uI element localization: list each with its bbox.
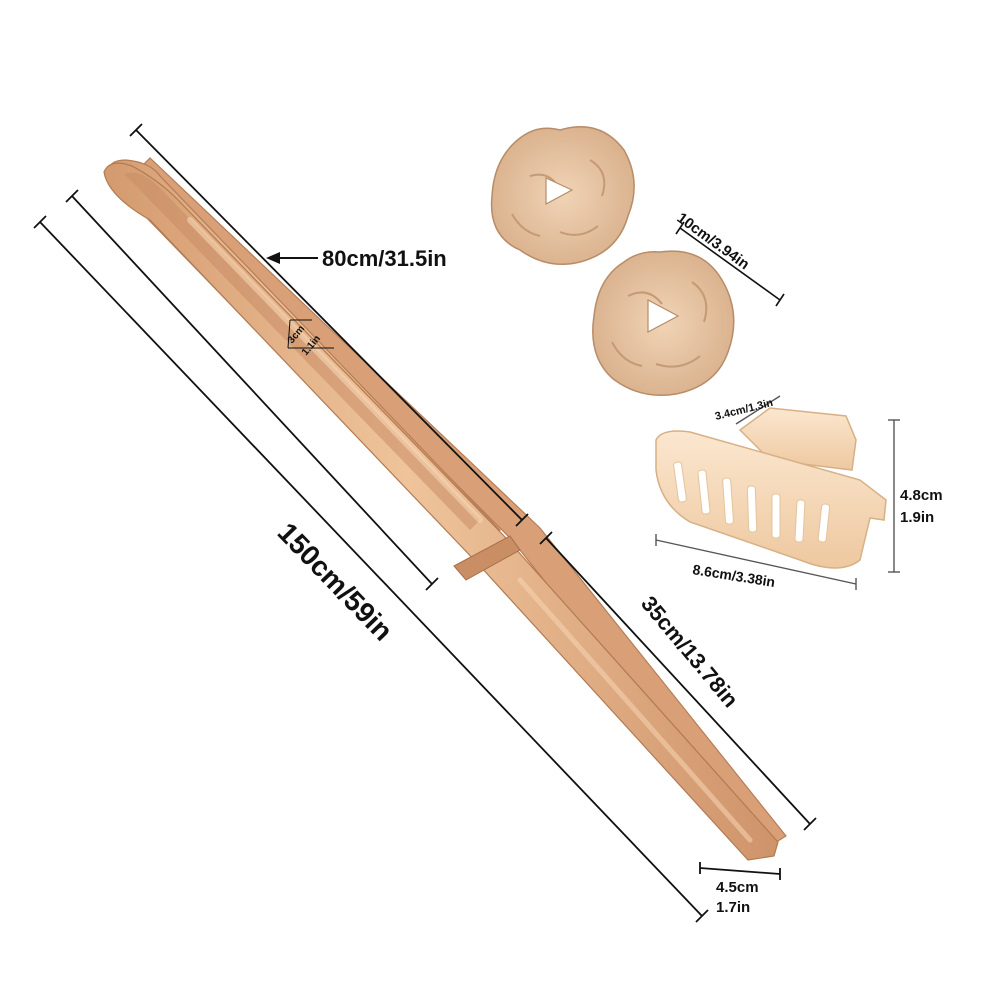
- scrunchie-bottom: [592, 250, 735, 397]
- clip-dimension-lines: [655, 395, 900, 590]
- heatless-curling-rod: [103, 157, 787, 861]
- scrunchie-dimension-line: [675, 221, 785, 307]
- claw-clip: [655, 407, 887, 569]
- label-clip-height-cm: 4.8cm: [900, 487, 943, 504]
- label-clip-height-in: 1.9in: [900, 509, 934, 526]
- label-clip-width: 8.6cm/3.38in: [692, 561, 777, 590]
- dimension-lines: [33, 123, 817, 923]
- label-total-length: 150cm/59in: [272, 517, 399, 647]
- label-inner-length: 80cm/31.5in: [322, 246, 447, 271]
- arrow-pointer-icon: [266, 252, 318, 264]
- label-tip-width-in: 1.7in: [716, 899, 750, 916]
- label-tip-width-cm: 4.5cm: [716, 879, 759, 896]
- scrunchie-top: [490, 126, 635, 265]
